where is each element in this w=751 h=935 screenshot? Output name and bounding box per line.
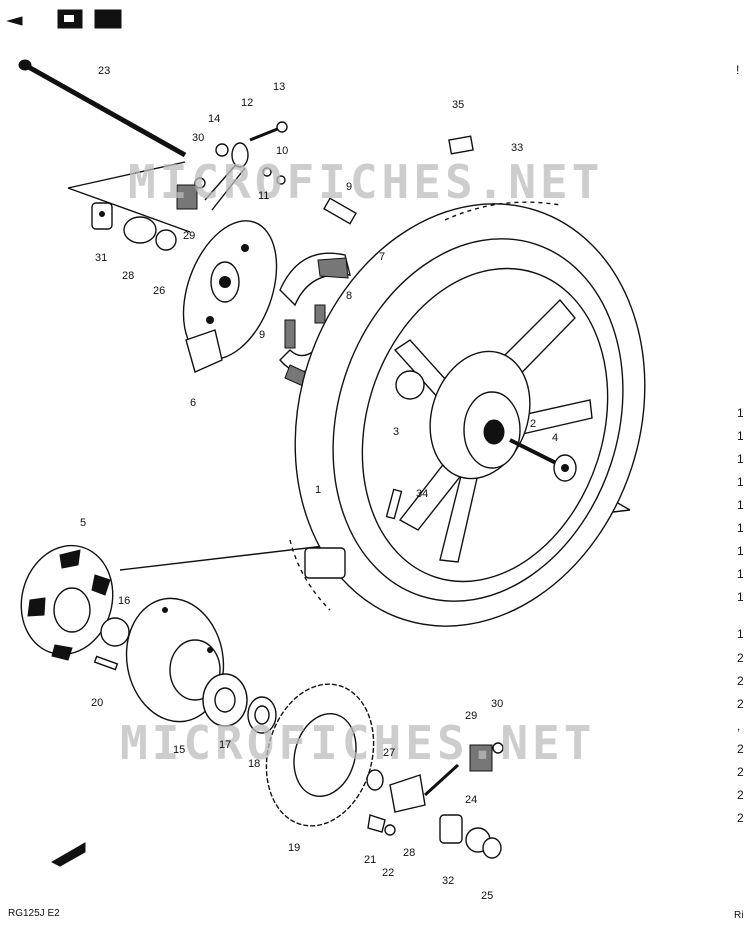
margin-mark: 1 [737,406,744,420]
callout-17: 17 [219,739,232,751]
section-mark-icon [57,9,122,29]
callout-13: 13 [273,81,286,93]
watermark-bottom: MICROFICHES.NET [120,716,596,770]
callout-30-bottom: 30 [491,698,504,710]
callout-28-top: 28 [122,270,135,282]
callout-9-top: 9 [346,181,353,193]
callout-14: 14 [208,113,221,125]
callout-4: 4 [552,432,559,444]
callout-15: 15 [173,744,186,756]
margin-mark: 2 [737,674,744,688]
collar-parts [366,742,504,859]
margin-mark: 2 [737,742,744,756]
callout-20: 20 [91,697,104,709]
margin-mark: ! [736,63,740,77]
callout-30-top: 30 [192,132,205,144]
footer-fragment: Ri [734,910,744,921]
margin-mark: 1 [737,452,744,466]
wheel-assembly [289,201,646,627]
callout-7: 7 [379,251,386,263]
margin-mark: 1 [737,544,744,558]
axle-part [18,59,187,158]
callout-8: 8 [346,290,353,302]
callout-18: 18 [248,758,261,770]
callout-1: 1 [315,484,322,496]
callout-21: 21 [364,854,377,866]
rear-sprocket [265,683,375,827]
adjuster-parts [91,121,474,251]
callout-29-bottom: 29 [465,710,478,722]
callout-22: 22 [382,867,395,879]
callout-35: 35 [452,99,465,111]
callout-26: 26 [153,285,166,297]
margin-mark: 2 [737,765,744,779]
callout-5: 5 [80,517,87,529]
left-arrow-icon [6,16,23,26]
callout-12: 12 [241,97,254,109]
callout-6: 6 [190,397,197,409]
sprocket-carrier [125,597,277,734]
margin-mark: 1 [737,627,744,641]
callout-9-side: 9 [259,329,266,341]
callout-34: 34 [416,488,429,500]
callout-2: 2 [530,418,537,430]
callout-3: 3 [393,426,400,438]
callout-28-bottom: 28 [403,847,416,859]
callout-10: 10 [276,145,289,157]
callout-16: 16 [118,595,131,607]
callout-31: 31 [95,252,108,264]
damper-rubber [20,544,114,661]
margin-mark: 1 [737,590,744,604]
callout-11: 11 [258,190,270,202]
margin-mark: 1 [737,475,744,489]
callout-24: 24 [465,794,478,806]
margin-mark: 1 [737,429,744,443]
bushing-and-bolt [93,617,130,671]
margin-mark: 2 [737,697,744,711]
margin-mark: 1 [737,567,744,581]
margin-mark: , [737,719,741,733]
watermark-top: MICROFICHES.NET [128,155,604,209]
callout-23: 23 [98,65,111,77]
model-code: RG125J E2 [8,908,60,919]
callout-27: 27 [383,747,396,759]
margin-mark: 2 [737,651,744,665]
margin-mark: 2 [737,788,744,802]
callout-29-top: 29 [183,230,196,242]
callout-19: 19 [288,842,301,854]
callout-33: 33 [511,142,524,154]
front-direction-arrow-icon [50,842,86,867]
margin-mark: 1 [737,498,744,512]
callout-32: 32 [442,875,455,887]
callout-25: 25 [481,890,494,902]
brake-panel [182,220,278,373]
margin-mark: 2 [737,811,744,825]
margin-mark: 1 [737,521,744,535]
